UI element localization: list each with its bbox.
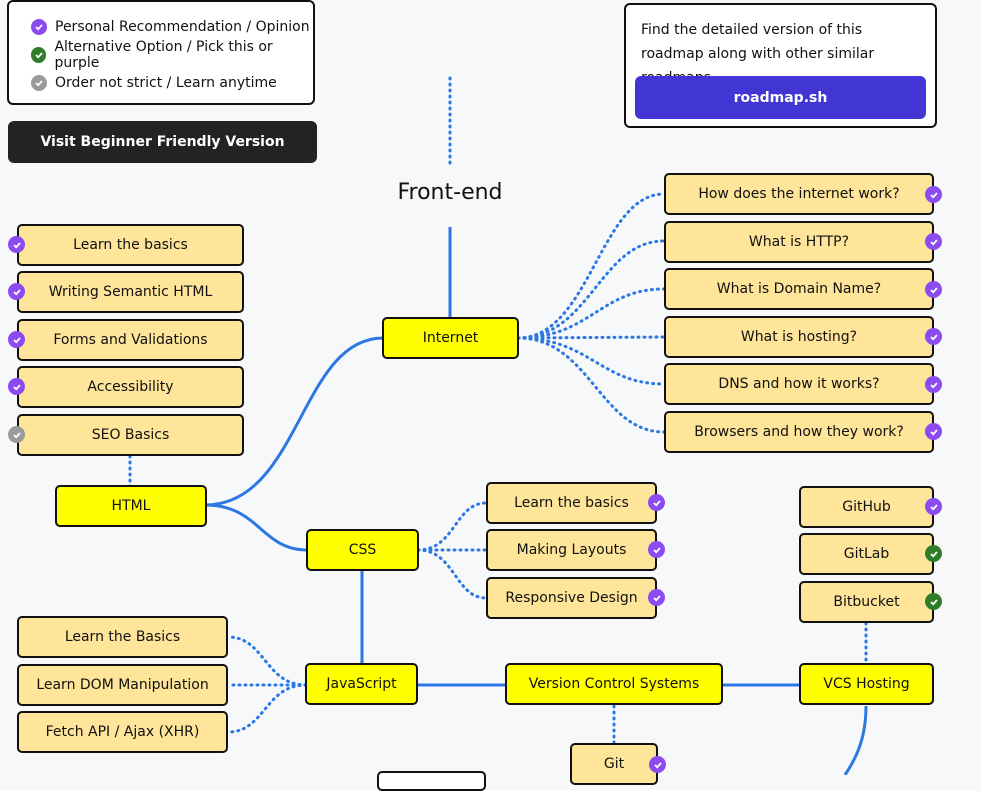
subtopic-gitlab[interactable]: GitLab	[799, 533, 934, 575]
subtopic-label: Learn the basics	[73, 237, 188, 253]
subtopic-label: GitLab	[843, 546, 890, 562]
check-icon	[925, 233, 942, 250]
subtopic-making-layouts[interactable]: Making Layouts	[486, 529, 657, 571]
subtopic-dns[interactable]: DNS and how it works?	[664, 363, 934, 405]
topic-internet[interactable]: Internet	[382, 317, 519, 359]
subtopic-semantic-html[interactable]: Writing Semantic HTML	[17, 271, 244, 313]
subtopic-label: Fetch API / Ajax (XHR)	[45, 724, 200, 740]
subtopic-label: What is hosting?	[740, 329, 858, 345]
check-icon	[925, 545, 942, 562]
subtopic-forms-validations[interactable]: Forms and Validations	[17, 319, 244, 361]
check-icon	[8, 331, 25, 348]
subtopic-label: Bitbucket	[833, 594, 900, 610]
subtopic-label: Learn the Basics	[64, 629, 181, 645]
roadmap-title: Front-end	[397, 180, 503, 205]
topic-html[interactable]: HTML	[55, 485, 207, 527]
topic-vcs-hosting[interactable]: VCS Hosting	[799, 663, 934, 705]
partial-node[interactable]	[377, 771, 486, 791]
beginner-version-button[interactable]: Visit Beginner Friendly Version	[8, 121, 317, 163]
legend-item-alternative: Alternative Option / Pick this or purple	[31, 39, 313, 71]
topic-css[interactable]: CSS	[306, 529, 419, 571]
check-icon	[648, 494, 665, 511]
legend-item-order-not-strict: Order not strict / Learn anytime	[31, 73, 277, 93]
legend-label: Alternative Option / Pick this or purple	[54, 39, 273, 71]
subtopic-what-is-hosting[interactable]: What is hosting?	[664, 316, 934, 358]
subtopic-git[interactable]: Git	[570, 743, 658, 785]
subtopic-css-basics[interactable]: Learn the basics	[486, 482, 657, 524]
check-icon	[649, 756, 666, 773]
subtopic-accessibility[interactable]: Accessibility	[17, 366, 244, 408]
subtopic-label: How does the internet work?	[698, 186, 900, 202]
subtopic-browsers[interactable]: Browsers and how they work?	[664, 411, 934, 453]
check-icon	[925, 498, 942, 515]
subtopic-bitbucket[interactable]: Bitbucket	[799, 581, 934, 623]
check-icon	[925, 186, 942, 203]
connector-lines	[128, 76, 868, 775]
legend-label: Order not strict / Learn anytime	[55, 75, 277, 91]
subtopic-label: What is HTTP?	[748, 234, 850, 250]
check-icon	[8, 426, 25, 443]
legend-item-recommendation: Personal Recommendation / Opinion	[31, 17, 310, 37]
subtopic-seo-basics[interactable]: SEO Basics	[17, 414, 244, 456]
check-icon	[925, 328, 942, 345]
check-icon	[648, 541, 665, 558]
subtopic-label: Forms and Validations	[53, 332, 208, 348]
subtopic-label: Learn DOM Manipulation	[36, 677, 209, 693]
subtopic-responsive-design[interactable]: Responsive Design	[486, 577, 657, 619]
subtopic-fetch-api[interactable]: Fetch API / Ajax (XHR)	[17, 711, 228, 753]
check-icon	[925, 281, 942, 298]
subtopic-label: Git	[603, 756, 625, 772]
check-icon	[31, 75, 47, 91]
subtopic-domain-name[interactable]: What is Domain Name?	[664, 268, 934, 310]
legend-label: Personal Recommendation / Opinion	[55, 19, 310, 35]
topic-javascript[interactable]: JavaScript	[305, 663, 418, 705]
subtopic-dom-manipulation[interactable]: Learn DOM Manipulation	[17, 664, 228, 706]
legend: Personal Recommendation / Opinion Altern…	[7, 0, 315, 105]
subtopic-label: Making Layouts	[516, 542, 627, 558]
check-icon	[925, 423, 942, 440]
subtopic-label: Writing Semantic HTML	[48, 284, 213, 300]
subtopic-html-basics[interactable]: Learn the basics	[17, 224, 244, 266]
info-box: Find the detailed version of this roadma…	[624, 3, 937, 128]
subtopic-label: What is Domain Name?	[716, 281, 882, 297]
subtopic-what-is-http[interactable]: What is HTTP?	[664, 221, 934, 263]
subtopic-js-basics[interactable]: Learn the Basics	[17, 616, 228, 658]
check-icon	[31, 19, 47, 35]
subtopic-label: SEO Basics	[91, 427, 170, 443]
subtopic-label: Learn the basics	[514, 495, 629, 511]
roadmap-link-button[interactable]: roadmap.sh	[635, 76, 926, 119]
subtopic-label: Responsive Design	[505, 590, 638, 606]
subtopic-how-internet-works[interactable]: How does the internet work?	[664, 173, 934, 215]
check-icon	[31, 47, 47, 63]
subtopic-label: GitHub	[842, 499, 891, 515]
subtopic-label: Accessibility	[87, 379, 174, 395]
subtopic-label: DNS and how it works?	[718, 376, 880, 392]
topic-version-control-systems[interactable]: Version Control Systems	[505, 663, 723, 705]
check-icon	[925, 593, 942, 610]
subtopic-label: Browsers and how they work?	[694, 424, 904, 440]
check-icon	[925, 376, 942, 393]
check-icon	[8, 283, 25, 300]
check-icon	[8, 236, 25, 253]
check-icon	[8, 378, 25, 395]
subtopic-github[interactable]: GitHub	[799, 486, 934, 528]
check-icon	[648, 589, 665, 606]
